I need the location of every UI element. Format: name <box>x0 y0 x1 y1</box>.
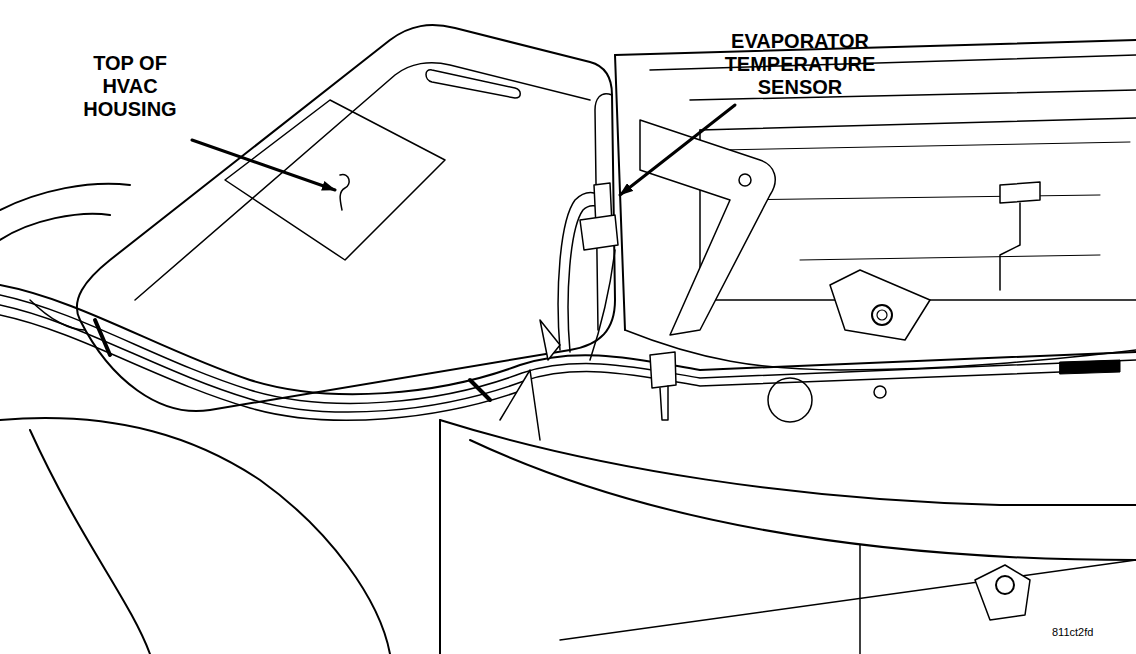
figure-code: 811ct2fd <box>1052 626 1122 639</box>
part-label: TOP OF HVAC HOUSING <box>75 52 185 121</box>
part-label: EVAPORATOR TEMPERATURE SENSOR <box>710 30 890 99</box>
